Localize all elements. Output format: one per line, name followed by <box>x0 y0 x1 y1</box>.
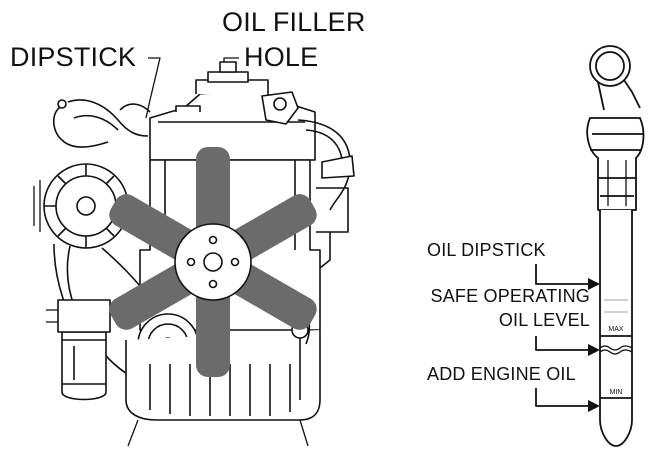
dipstick-cap <box>586 117 645 211</box>
safe-operating-label-line1: SAFE OPERATING <box>430 286 590 306</box>
add-oil-arrow <box>535 388 592 407</box>
dipstick-leader-line <box>145 57 161 119</box>
max-mark-text: MAX <box>608 326 624 333</box>
dipstick-label: DIPSTICK <box>10 42 137 72</box>
dipstick-illustration <box>535 45 645 447</box>
oil-dipstick-arrow <box>535 264 592 285</box>
safe-level-arrow <box>535 336 592 351</box>
add-engine-oil-label: ADD ENGINE OIL <box>427 364 576 384</box>
oil-level-wave <box>599 345 633 351</box>
safe-operating-label-line2: OIL LEVEL <box>498 310 590 330</box>
dipstick-blade <box>599 210 633 447</box>
oil-filler-cap <box>175 105 201 112</box>
oil-filler-label-line1: OIL FILLER <box>222 7 366 37</box>
oil-dipstick-label: OIL DIPSTICK <box>427 240 546 260</box>
min-mark-text: MIN <box>610 389 623 396</box>
oil-filler-label-line2: HOLE <box>244 42 319 72</box>
fan-hub <box>174 223 252 301</box>
